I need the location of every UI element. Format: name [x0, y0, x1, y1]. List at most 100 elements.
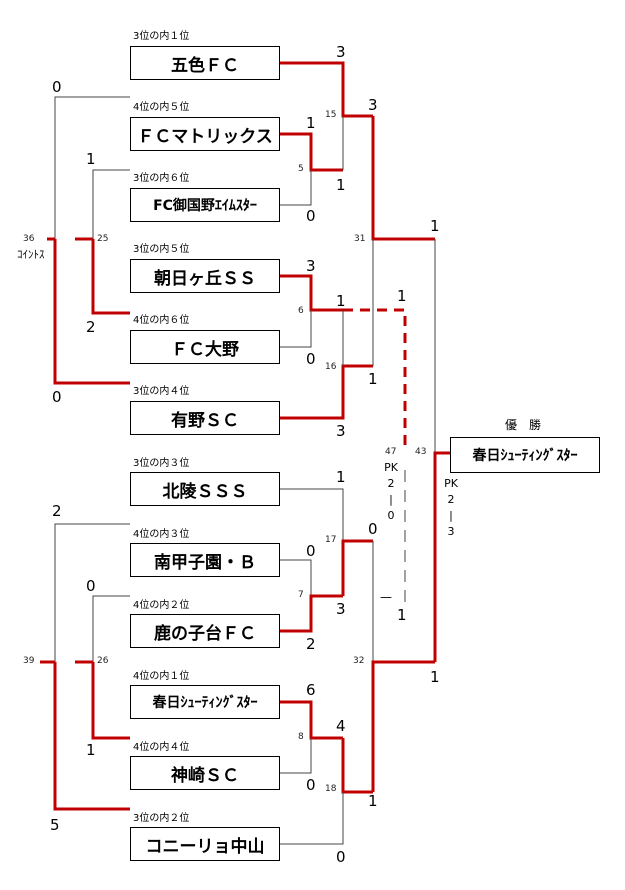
bracket-line — [280, 700, 343, 740]
match-number: 6 — [298, 306, 304, 316]
seed-label: 3位の内５位 — [133, 244, 190, 255]
bracket-line — [280, 274, 343, 312]
champion-box: 春日ｼｭｰﾃｨﾝｸﾞｽﾀｰ — [450, 437, 600, 473]
bracket-line — [280, 61, 373, 118]
pk-text: PK — [444, 477, 458, 490]
score: 1 — [336, 292, 346, 310]
team-name: 南甲子園・Ｂ — [154, 552, 256, 573]
match-number: 43 — [415, 447, 427, 457]
score: 0 — [86, 577, 96, 595]
score: 1 — [86, 741, 96, 759]
pk-text: 0 — [387, 509, 395, 522]
score: 6 — [306, 681, 316, 699]
team-box: ＦＣ大野 — [130, 330, 280, 364]
bracket-line — [280, 132, 343, 172]
seed-label: 4位の内５位 — [133, 102, 190, 113]
score: 3 — [306, 257, 316, 275]
score: 1 — [306, 114, 316, 132]
bracket-line — [280, 488, 344, 541]
team-name: 春日ｼｭｰﾃｨﾝｸﾞｽﾀｰ — [152, 695, 258, 711]
seed-label: 3位の内１位 — [133, 31, 190, 42]
score: 0 — [336, 848, 346, 866]
match-number: 8 — [298, 732, 304, 742]
score: 1 — [430, 668, 440, 686]
score: 2 — [86, 318, 96, 336]
match-number: 5 — [298, 164, 304, 174]
bracket-line — [433, 451, 450, 662]
match-number: 17 — [325, 535, 337, 545]
score: 2 — [306, 635, 316, 653]
bracket-line — [341, 738, 373, 794]
match-number: 15 — [325, 110, 337, 120]
team-box: 春日ｼｭｰﾃｨﾝｸﾞｽﾀｰ — [130, 685, 280, 719]
bracket-line — [280, 170, 312, 206]
match-number: 26 — [97, 656, 109, 666]
bracket-line — [280, 310, 312, 348]
cointoss-label: ｺｲﾝﾄｽ — [17, 248, 45, 261]
bracket-line — [280, 559, 312, 596]
match-number: 39 — [23, 656, 35, 666]
score: 3 — [336, 422, 346, 440]
bracket-line — [280, 792, 344, 845]
team-box: 朝日ヶ丘ＳＳ — [130, 259, 280, 293]
score: 0 — [52, 78, 62, 96]
team-box: コニーリョ中山 — [130, 827, 280, 861]
team-name: 鹿の子台ＦＣ — [154, 623, 256, 644]
team-name: FC御国野ｴｲﾑｽﾀｰ — [153, 198, 257, 214]
score: 1 — [336, 176, 346, 194]
score: 2 — [52, 502, 62, 520]
score: 1 — [86, 150, 96, 168]
seed-label: 4位の内４位 — [133, 742, 190, 753]
score: 0 — [306, 542, 316, 560]
score: 1 — [336, 468, 346, 486]
score: 3 — [336, 600, 346, 618]
bracket-line — [54, 523, 130, 662]
team-box: ＦＣマトリックス — [130, 117, 280, 151]
team-box: 鹿の子台ＦＣ — [130, 614, 280, 648]
seed-label: 4位の内３位 — [133, 529, 190, 540]
team-box: 南甲子園・Ｂ — [130, 543, 280, 577]
bracket-line — [371, 116, 435, 241]
bracket-line — [343, 308, 407, 450]
score: 5 — [50, 816, 60, 834]
bracket-line — [91, 239, 130, 315]
dash-mark: — — [380, 590, 392, 604]
team-name: 有野ＳＣ — [171, 410, 239, 431]
bracket-line — [280, 738, 312, 774]
bracket-line — [280, 594, 343, 633]
seed-label: 3位の内２位 — [133, 813, 190, 824]
pk-text: 3 — [447, 525, 455, 538]
score: 1 — [368, 792, 378, 810]
pk-text: PK — [384, 461, 398, 474]
champion-title: 優 勝 — [505, 418, 542, 432]
seed-label: 3位の内３位 — [133, 458, 190, 469]
match-number: 7 — [298, 590, 304, 600]
team-name: 神崎ＳＣ — [171, 765, 239, 786]
seed-label: 4位の内２位 — [133, 600, 190, 611]
score: 0 — [52, 388, 62, 406]
score: 1 — [368, 370, 378, 388]
score: 0 — [306, 776, 316, 794]
score: 1 — [397, 606, 407, 624]
pk-right: PK 2 | 3 — [444, 476, 458, 540]
match-number: 47 — [385, 447, 397, 457]
team-box: 有野ＳＣ — [130, 401, 280, 435]
seed-label: 3位の内４位 — [133, 386, 190, 397]
pk-text: | — [389, 493, 393, 506]
bracket-line — [91, 662, 130, 740]
bracket-line — [92, 169, 130, 239]
team-box: 北陵ＳＳＳ — [130, 472, 280, 506]
pk-text: 2 — [387, 477, 395, 490]
team-name: 五色ＦＣ — [171, 55, 239, 76]
team-name: ＦＣ大野 — [171, 339, 239, 360]
score: 3 — [368, 96, 378, 114]
match-number: 32 — [353, 656, 365, 666]
seed-label: 3位の内６位 — [133, 173, 190, 184]
team-box: 五色ＦＣ — [130, 46, 280, 80]
bracket-line — [341, 539, 373, 596]
match-number: 31 — [354, 234, 366, 244]
bracket-line — [371, 660, 435, 792]
team-name: ＦＣマトリックス — [137, 126, 273, 147]
bracket-line — [54, 96, 130, 239]
